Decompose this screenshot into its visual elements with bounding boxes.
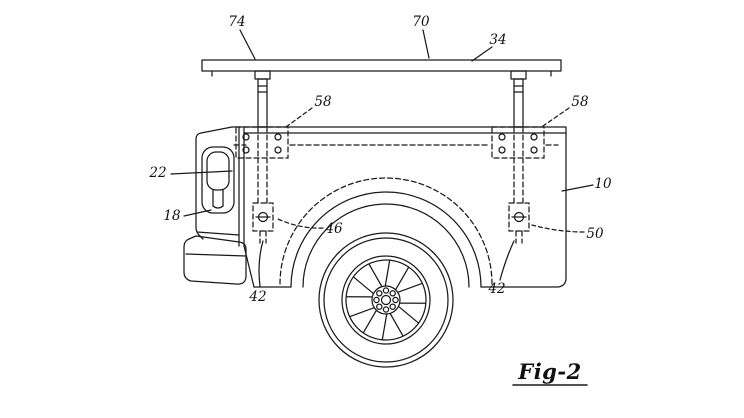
wheel-hub xyxy=(371,285,401,315)
inner-wheelhouse xyxy=(279,177,493,285)
lower-mount-bolts xyxy=(255,211,527,223)
leader-74 xyxy=(239,29,256,60)
wheel-arch-opening xyxy=(302,203,470,288)
right-support-post xyxy=(510,70,527,128)
leader-18 xyxy=(183,209,212,217)
truck-bed-body xyxy=(231,126,567,288)
ref-numeral-58-right: 58 xyxy=(571,94,589,110)
figure-caption: Fig-2 xyxy=(517,359,581,384)
ref-numeral-58-left: 58 xyxy=(314,94,332,110)
hidden-structure xyxy=(233,144,559,285)
fender-flare xyxy=(290,191,482,288)
ref-numeral-10: 10 xyxy=(594,176,612,192)
leader-22 xyxy=(170,170,233,175)
tailgate-handle-recess xyxy=(201,146,235,214)
rim-inner xyxy=(345,259,427,341)
leader-70 xyxy=(422,29,430,59)
ref-numeral-42-right: 42 xyxy=(487,281,505,297)
right-lower-mount xyxy=(508,202,530,232)
leader-lines xyxy=(170,29,594,287)
ref-numeral-70: 70 xyxy=(412,14,430,30)
leader-58-left xyxy=(285,107,313,128)
ref-numeral-42-left: 42 xyxy=(248,289,266,305)
leader-10 xyxy=(561,184,594,192)
ref-numeral-22: 22 xyxy=(148,165,166,181)
tire-outer xyxy=(318,232,454,368)
leader-46 xyxy=(277,218,324,229)
wheel xyxy=(318,232,454,368)
ref-numeral-74: 74 xyxy=(228,14,245,30)
leader-42-right xyxy=(499,240,515,281)
leader-42-left xyxy=(258,240,264,287)
left-support-post xyxy=(254,70,271,128)
left-lower-mount xyxy=(252,202,274,232)
leader-50 xyxy=(531,224,585,233)
leader-34 xyxy=(471,46,493,62)
right-mounting-bracket xyxy=(491,126,545,159)
ref-numeral-50: 50 xyxy=(586,226,604,242)
leader-58-right xyxy=(542,107,570,127)
ref-numeral-18: 18 xyxy=(163,208,181,224)
wheel-spokes xyxy=(346,260,426,340)
rear-bumper xyxy=(183,235,247,285)
tailgate xyxy=(195,126,245,247)
rim-outer xyxy=(341,255,431,345)
ref-numeral-34: 34 xyxy=(489,32,506,48)
rack-platform xyxy=(201,59,562,77)
tire-inner xyxy=(323,237,449,363)
ref-numeral-46: 46 xyxy=(324,221,343,237)
